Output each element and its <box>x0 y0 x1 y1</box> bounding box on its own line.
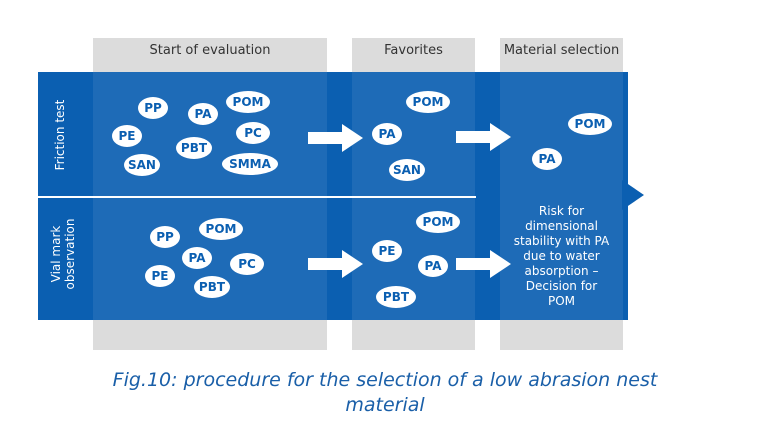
row-label-vial-line1: Vial mark <box>49 225 63 283</box>
material-pill: PBT <box>376 286 416 308</box>
material-pill: PBT <box>194 276 230 298</box>
material-pill: POM <box>406 91 450 113</box>
band-arrowhead <box>622 180 644 210</box>
material-pill: PP <box>138 97 168 119</box>
material-pill: SAN <box>389 159 425 181</box>
material-pill: PA <box>188 103 218 125</box>
decision-note-line: absorption – <box>524 264 599 278</box>
flow-arrow-friction-1 <box>308 124 363 152</box>
flow-arrow-vial-1 <box>308 250 363 278</box>
material-pill: PE <box>112 125 142 147</box>
final-result: Evaluation of subtypes of POM <box>648 172 728 217</box>
column-header-start: Start of evaluation <box>149 43 271 58</box>
material-pill: PP <box>150 226 180 248</box>
decision-note-line: dimensional <box>525 219 598 233</box>
flow-arrow-friction-2 <box>456 123 511 151</box>
material-pill: SAN <box>124 154 160 176</box>
final-result-line: of subtypes <box>648 187 728 201</box>
material-pill: POM <box>199 218 243 240</box>
material-pill: PA <box>372 123 402 145</box>
row-divider <box>38 196 476 198</box>
material-pill: PE <box>372 240 402 262</box>
row-label-vial-line2: observation <box>63 218 77 290</box>
material-pill: SMMA <box>222 153 278 175</box>
decision-note-line: due to water <box>523 249 600 263</box>
row-label-friction: Friction test <box>53 99 67 171</box>
flow-arrow-vial-2 <box>456 250 511 278</box>
row-label-vial: Vial mark observation <box>49 209 77 299</box>
material-pill: POM <box>416 211 460 233</box>
decision-note-line: Risk for <box>538 204 585 218</box>
decision-note: Risk for dimensional stability with PA d… <box>500 204 623 309</box>
material-pill: POM <box>568 113 612 135</box>
decision-note-line: Decision for <box>525 279 598 293</box>
material-pill: PE <box>145 265 175 287</box>
material-pill: PA <box>182 247 212 269</box>
material-pill: PC <box>230 253 264 275</box>
band-shade-selection <box>500 72 623 320</box>
column-header-favorites: Favorites <box>384 43 443 58</box>
final-result-line: Evaluation <box>652 172 724 186</box>
material-pill: POM <box>226 91 270 113</box>
material-pill: PBT <box>176 137 212 159</box>
material-pill: PA <box>532 148 562 170</box>
column-header-selection: Material selection <box>503 43 620 58</box>
figure-caption-line: material <box>345 394 425 416</box>
decision-note-line: POM <box>547 294 576 308</box>
final-result-line: of POM <box>663 202 713 216</box>
material-pill: PC <box>236 122 270 144</box>
figure-caption: Fig.10: procedure for the selection of a… <box>60 368 710 418</box>
figure-caption-line: Fig.10: procedure for the selection of a… <box>112 369 658 391</box>
material-pill: PA <box>418 255 448 277</box>
decision-note-line: stability with PA <box>513 234 610 248</box>
